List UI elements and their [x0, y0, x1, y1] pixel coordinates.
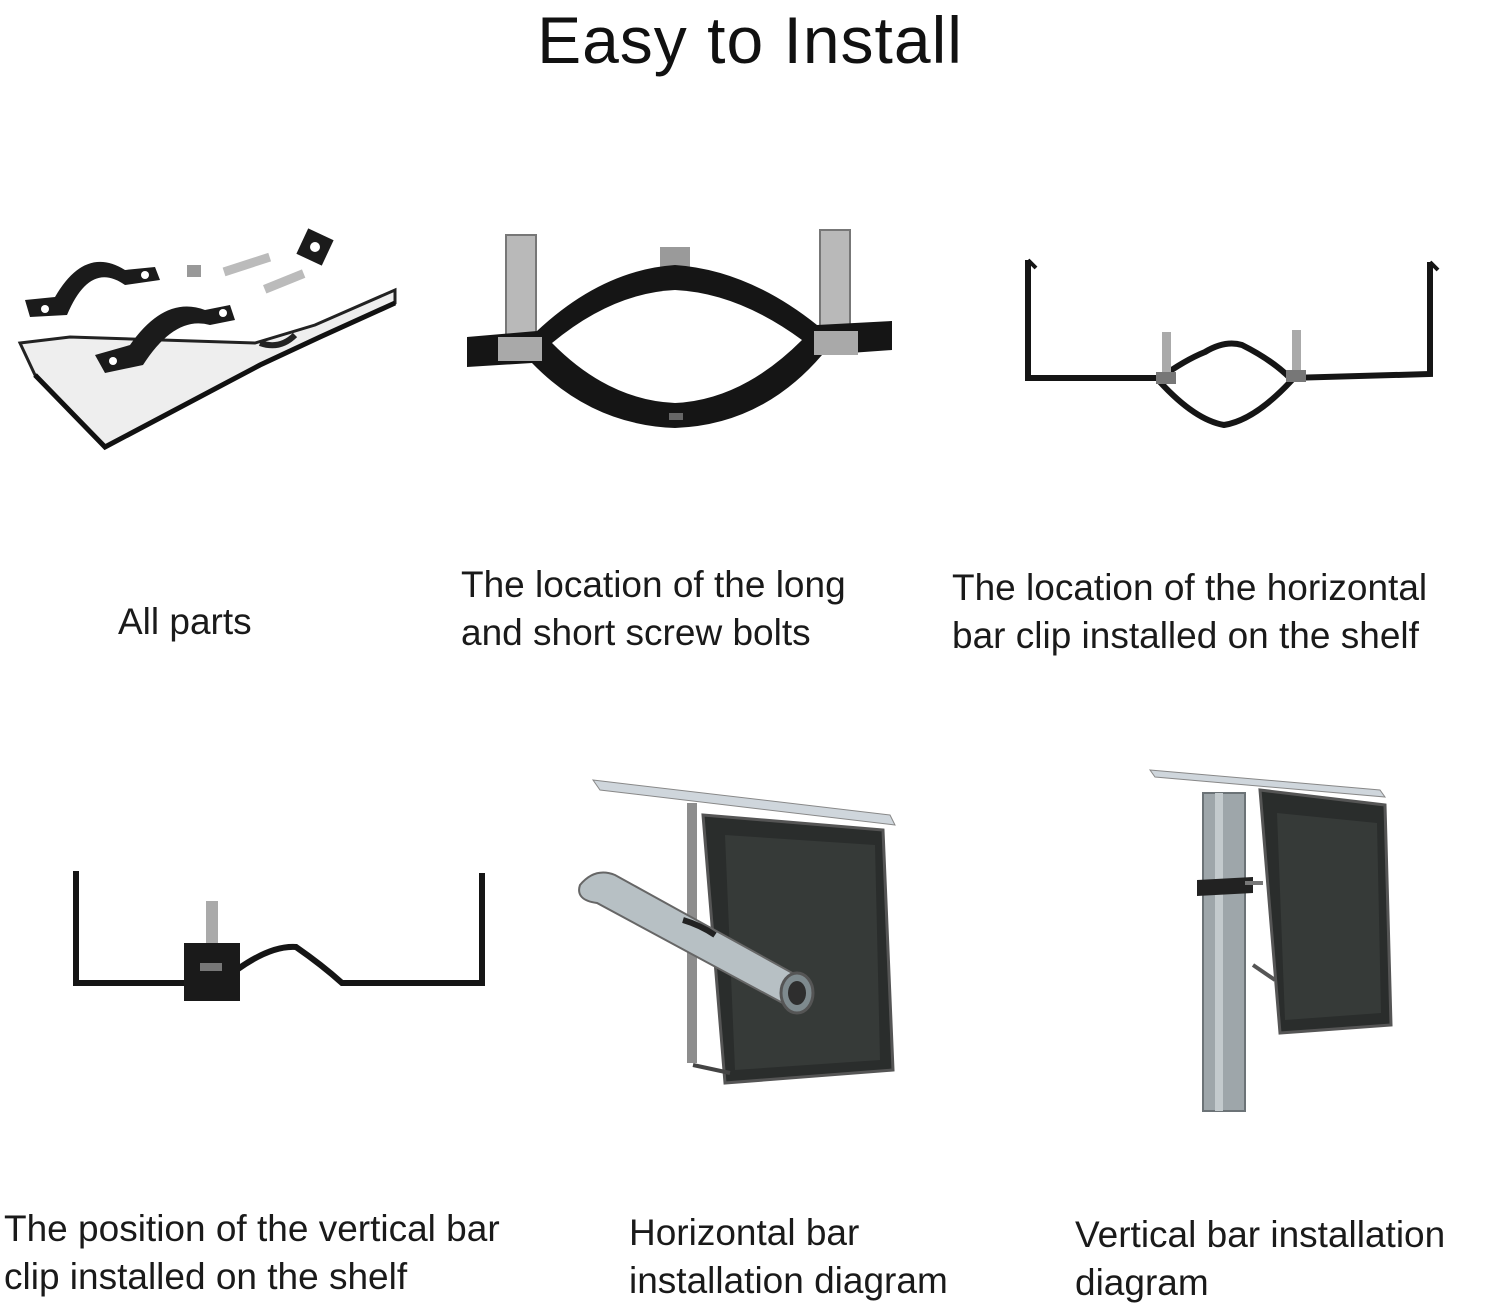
- caption-all-parts: All parts: [118, 601, 252, 642]
- page-title: Easy to Install: [537, 3, 963, 77]
- horizontal-bar-clip-icon: [1010, 250, 1465, 430]
- caption-vertical-clip: The position of the vertical bar clip in…: [4, 1208, 500, 1297]
- pipe-clamp-bolts-icon: [462, 225, 897, 440]
- bracket-parts-icon: [15, 225, 405, 460]
- vertical-mount-panel-icon: [1145, 765, 1405, 1115]
- caption-horizontal-clip: The location of the horizontal bar clip …: [952, 567, 1428, 656]
- caption-long-short-bolts: The location of the long and short screw…: [461, 564, 846, 653]
- caption-vertical-install: Vertical bar installation diagram: [1075, 1214, 1446, 1303]
- horizontal-mount-panel-icon: [575, 775, 915, 1095]
- vertical-bar-clip-icon: [60, 865, 490, 1005]
- caption-horizontal-install: Horizontal bar installation diagram: [629, 1212, 948, 1301]
